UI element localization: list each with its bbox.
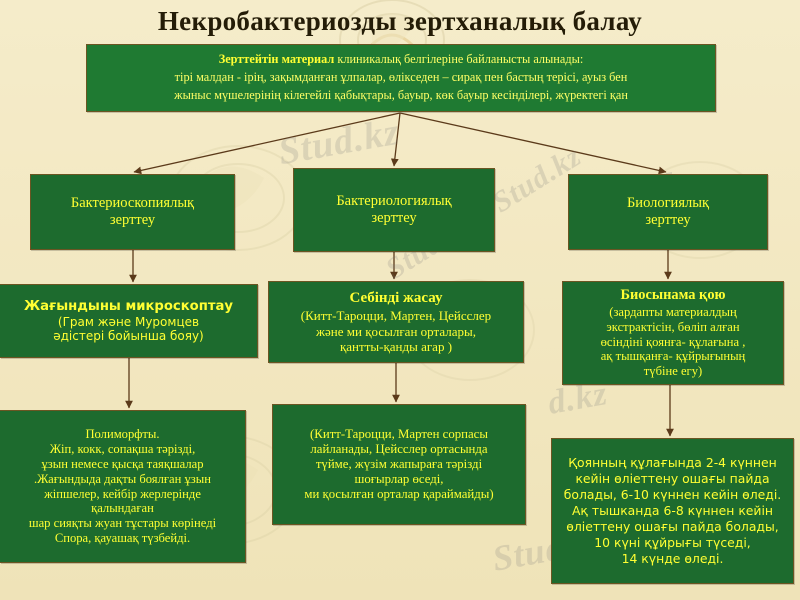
result-morphology-line-8: Спора, қауашақ түзбейді. — [54, 531, 191, 546]
header-line-1: Зерттейтін материал клиникалық белгілері… — [93, 51, 709, 69]
result-animal-line-7: 14 күнде өледі. — [621, 551, 724, 567]
procedure-culture-line-1: (Китт-Тароцци, Мартен, Цейсслер — [300, 308, 492, 324]
result-morphology-line-1: Полиморфты. — [85, 427, 160, 442]
procedure-smear-line-2: әдістері бойынша бояу) — [53, 329, 204, 344]
procedure-bioassay-line-1: (зардапты материалдың — [609, 304, 737, 319]
result-culture-line-4: шоғырлар өседі, — [354, 472, 444, 487]
header-line-3: жыныс мүшелерінің кілегейлі қабықтары, б… — [174, 87, 628, 102]
procedure-bioassay-title: Биосынама қою — [620, 286, 726, 303]
result-morphology-line-4: .Жағындыда дақты боялған ұзын — [34, 471, 211, 486]
procedure-culture-line-2: және ми қосылған орталары, — [316, 323, 476, 339]
result-box-morphology[interactable]: Полиморфты. Жіп, кокк, сопақша тәрізді, … — [0, 410, 246, 563]
method-box-bacterioscopic[interactable]: Бактериоскопиялық зерттеу — [30, 174, 235, 250]
result-box-culture-growth[interactable]: (Китт-Тароцци, Мартен сорпасы лайланады,… — [272, 404, 526, 525]
result-culture-line-3: түйме, жүзім жапыраға тәрізді — [315, 456, 483, 471]
header-lead: Зерттейтін материал — [218, 52, 335, 67]
method-box-bacteriological[interactable]: Бактериологиялық зерттеу — [293, 168, 495, 252]
method-biological-line-2: зерттеу — [645, 212, 691, 228]
procedure-box-bioassay[interactable]: Биосынама қою (зардапты материалдың экст… — [562, 281, 784, 385]
result-culture-line-2: лайланады, Цейсслер ортасында — [310, 441, 488, 456]
header-line-2: тірі малдан - ірің, зақымданған ұлпалар,… — [174, 70, 628, 85]
result-morphology-line-6: қалындаған — [91, 501, 154, 516]
procedure-box-culture-inoculation[interactable]: Себінді жасау (Китт-Тароцци, Мартен, Цей… — [268, 281, 524, 363]
result-morphology-line-5: жіпшелер, кейбір жерлерінде — [44, 486, 201, 501]
result-animal-line-5: өліеттену ошағы пайда болады, — [566, 519, 779, 535]
result-animal-line-4: Ақ тышканда 6-8 күннен кейін — [571, 502, 774, 518]
procedure-smear-title: Жағындыны микроскоптау — [24, 298, 233, 314]
procedure-bioassay-line-5: түбіне егу) — [643, 364, 703, 379]
method-box-biological[interactable]: Биологиялық зерттеу — [568, 174, 768, 250]
result-animal-line-6: 10 күні құйрығы түседі, — [594, 535, 751, 551]
result-culture-line-1: (Китт-Тароцци, Мартен сорпасы — [310, 426, 488, 441]
procedure-box-smear-microscopy[interactable]: Жағындыны микроскоптау (Грам және Муромц… — [0, 284, 258, 358]
header-line-1-rest: клиникалық белгілеріне байланысты алынад… — [334, 52, 584, 67]
result-morphology-line-3: ұзын немесе қысқа таяқшалар — [41, 456, 204, 471]
procedure-smear-line-1: (Грам және Муромцев — [57, 315, 200, 330]
page-title: Некробактериозды зертханалық балау — [157, 6, 643, 36]
procedure-bioassay-line-3: өсіндіні қоянға- құлағына , — [600, 334, 746, 349]
procedure-bioassay-line-2: экстрактісін, бөліп алған — [606, 319, 740, 334]
method-biological-line-1: Биологиялық — [626, 194, 710, 211]
result-animal-line-2: кейін өліеттену ошағы пайда — [575, 470, 770, 486]
procedure-culture-title: Себінді жасау — [349, 289, 443, 306]
procedure-bioassay-line-4: ақ тышқанға- құйрығының — [600, 349, 746, 364]
method-bacterioscopic-line-1: Бактериоскопиялық — [70, 194, 195, 211]
result-animal-line-1: Қоянның құлағында 2-4 күннен — [568, 454, 777, 470]
result-animal-line-3: болады, 6-10 күннен кейін өледі. — [563, 486, 782, 502]
method-bacteriological-line-2: зерттеу — [371, 210, 417, 226]
result-culture-line-5: ми қосылған орталар қараймайды) — [304, 487, 494, 502]
material-header-box: Зерттейтін материал клиникалық белгілері… — [86, 44, 716, 112]
result-morphology-line-2: Жіп, кокк, сопақша тәрізді, — [49, 441, 196, 456]
method-bacterioscopic-line-2: зерттеу — [109, 212, 156, 228]
method-bacteriological-line-1: Бактериологиялық — [336, 192, 452, 209]
procedure-culture-line-3: қантты-қанды агар ) — [339, 339, 453, 354]
result-morphology-line-7: шар сияқты жуан тұстары көрінеді — [28, 516, 217, 531]
result-box-animal-outcome[interactable]: Қоянның құлағында 2-4 күннен кейін өліет… — [551, 438, 794, 584]
